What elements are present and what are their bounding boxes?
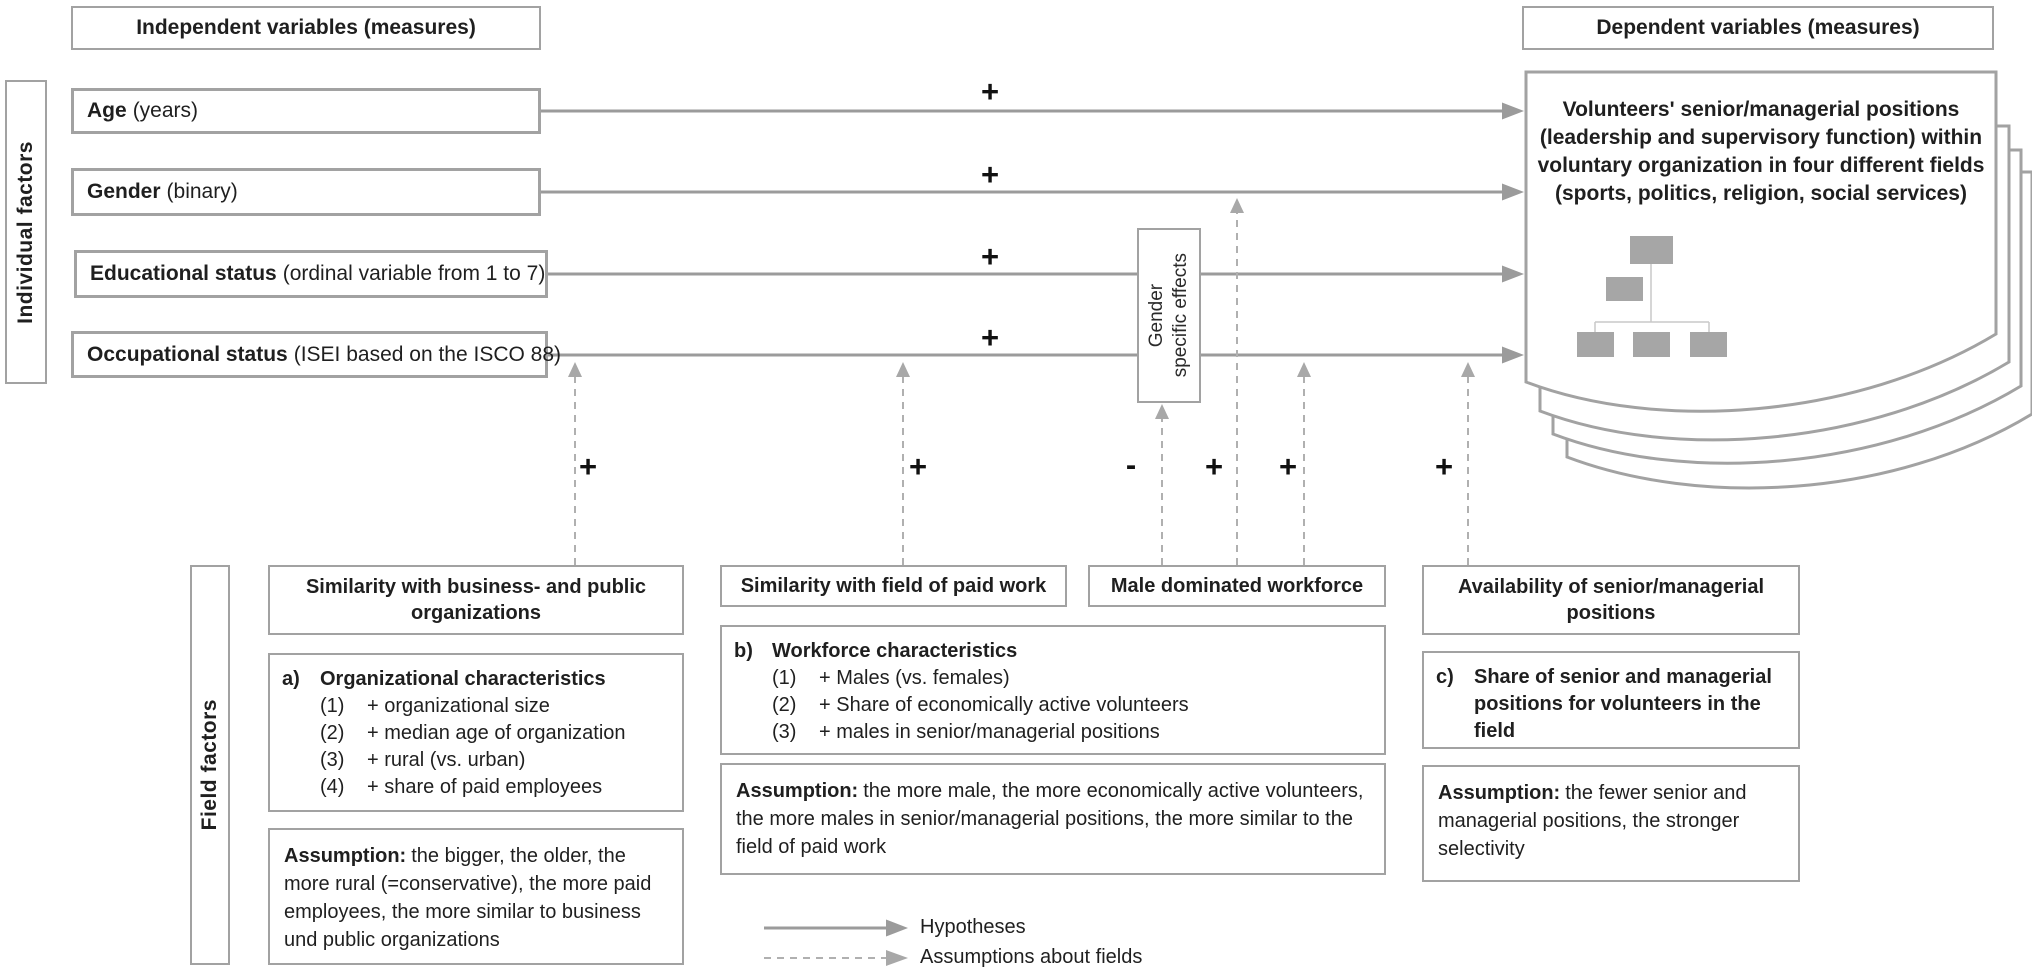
arrow-age-head <box>1502 102 1524 120</box>
content-c-label: c) <box>1436 666 1454 688</box>
dependent-box-text: Volunteers' senior/managerial positions … <box>1536 96 1986 208</box>
assumption-box-business: Assumption:the bigger, the older, the mo… <box>268 828 684 965</box>
sign-gender-arrow: + <box>980 157 1000 192</box>
arrow-occupational-head <box>1502 346 1524 364</box>
content-b-label: b) <box>734 640 753 662</box>
variable-box-gender: Gender (binary) <box>71 168 541 216</box>
dependent-text-line-3: voluntary organization in four different… <box>1537 154 1985 177</box>
hypothesis-arrows <box>541 109 1503 357</box>
variable-box-occupational-status: Occupational status (ISEI based on the I… <box>71 331 561 378</box>
sign-occupational-arrow: + <box>980 320 1000 355</box>
sheet-front <box>1524 70 1998 413</box>
independent-variables-title: Independent variables (measures) <box>71 6 541 50</box>
variable-occupational-name: Occupational status <box>87 342 288 366</box>
legend-dashed-head <box>886 950 908 966</box>
content-b-item-1: (1) + Males (vs. females) <box>772 667 1010 689</box>
hypothesis-arrowheads <box>1502 102 1524 364</box>
assumption-paidwork-text: the more male, the more economically act… <box>736 780 1364 858</box>
stacked-sheets-icon <box>1524 70 2032 490</box>
variable-gender-detail: (binary) <box>166 180 238 203</box>
content-b-item-2: (2) + Share of economically active volun… <box>772 694 1189 716</box>
sign-similarity-business: + <box>578 449 598 484</box>
sign-age-arrow: + <box>980 74 1000 109</box>
field-factors-label-box: Field factors <box>190 565 230 965</box>
dashed-head-3 <box>1155 404 1169 419</box>
content-a-item-3: (3) + rural (vs. urban) <box>320 749 526 771</box>
gender-specific-effects-box: Gender specific effects <box>1137 228 1201 403</box>
field-factors-label: Field factors <box>198 699 221 831</box>
legend-assumptions-label: Assumptions about fields <box>920 946 1143 968</box>
content-box-workforce-characteristics: b) Workforce characteristics (1) + Males… <box>720 625 1386 755</box>
arrow-educational-head <box>1502 265 1524 283</box>
assumption-paidwork-prefix: Assumption: <box>736 780 859 802</box>
legend-arrows <box>764 919 908 966</box>
content-box-share-positions: c) Share of senior and managerial positi… <box>1422 651 1800 749</box>
assumption-availability-text: the fewer senior and managerial position… <box>1438 782 1747 860</box>
header-similarity-paidwork: Similarity with field of paid work <box>720 565 1067 607</box>
variable-age-name: Age <box>87 99 127 122</box>
sign-male-to-gender: + <box>1204 449 1224 484</box>
individual-factors-label-box: Individual factors <box>5 80 47 384</box>
content-c-title: Share of senior and managerial positions… <box>1474 666 1772 742</box>
assumption-availability-prefix: Assumption: <box>1438 782 1561 804</box>
variable-occupational-detail: (ISEI based on the ISCO 88) <box>293 342 562 366</box>
variable-box-age: Age (years) <box>71 88 541 134</box>
variable-educational-detail: (ordinal variable from 1 to 7) <box>282 262 546 285</box>
dashed-head-5 <box>1297 362 1311 377</box>
legend-hypotheses-label: Hypotheses <box>920 916 1026 938</box>
dashed-head-4 <box>1230 198 1244 213</box>
dependent-variables-title-label: Dependent variables (measures) <box>1596 16 1920 39</box>
dashed-head-6 <box>1461 362 1475 377</box>
dashed-head-1 <box>568 362 582 377</box>
variable-educational-name: Educational status <box>90 262 277 285</box>
dependent-text-line-1: Volunteers' senior/managerial positions <box>1562 98 1960 121</box>
content-b-item-3: (3) + males in senior/managerial positio… <box>772 721 1160 743</box>
legend-solid-head <box>886 919 908 937</box>
dependent-text-line-2: (leadership and supervisory function) wi… <box>1539 126 1983 149</box>
content-a-item-2: (2) + median age of organization <box>320 722 626 744</box>
sign-male-to-moderator: - <box>1125 447 1137 482</box>
variable-gender-name: Gender <box>87 180 161 203</box>
independent-variables-title-label: Independent variables (measures) <box>136 16 476 39</box>
assumption-arrows <box>574 212 1469 565</box>
dependent-variables-title: Dependent variables (measures) <box>1522 6 1994 50</box>
content-a-item-1: (1) + organizational size <box>320 695 550 717</box>
content-a-title: Organizational characteristics <box>320 668 606 690</box>
variable-box-educational-status: Educational status (ordinal variable fro… <box>74 250 548 298</box>
assumption-business-prefix: Assumption: <box>284 845 407 867</box>
sign-availability: + <box>1434 449 1454 484</box>
sign-educational-arrow: + <box>980 239 1000 274</box>
content-a-item-4: (4) + share of paid employees <box>320 776 603 798</box>
individual-factors-label: Individual factors <box>14 140 37 324</box>
content-box-organizational-characteristics: a) Organizational characteristics (1) + … <box>268 653 684 812</box>
sign-similarity-paidwork: + <box>908 449 928 484</box>
org-chart-icon <box>1577 236 1727 357</box>
assumption-business-text: the bigger, the older, the more rural (=… <box>284 845 652 951</box>
header-male-dominated-workforce: Male dominated workforce <box>1088 565 1386 607</box>
dependent-text-line-4: (sports, politics, religion, social serv… <box>1555 182 1967 205</box>
assumption-arrowheads <box>568 198 1475 419</box>
assumption-box-availability: Assumption:the fewer senior and manageri… <box>1422 765 1800 882</box>
content-a-label: a) <box>282 668 300 690</box>
arrow-gender-head <box>1502 183 1524 201</box>
variable-age-detail: (years) <box>132 99 199 122</box>
content-b-title: Workforce characteristics <box>772 640 1018 662</box>
header-similarity-business: Similarity with business- and public org… <box>268 565 684 635</box>
gender-specific-effects-label: Gender specific effects <box>1146 253 1191 378</box>
header-availability-positions: Availability of senior/managerial positi… <box>1422 565 1800 635</box>
dashed-head-2 <box>896 362 910 377</box>
assumption-box-paidwork: Assumption:the more male, the more econo… <box>720 763 1386 875</box>
sign-male-to-occupational: + <box>1278 449 1298 484</box>
